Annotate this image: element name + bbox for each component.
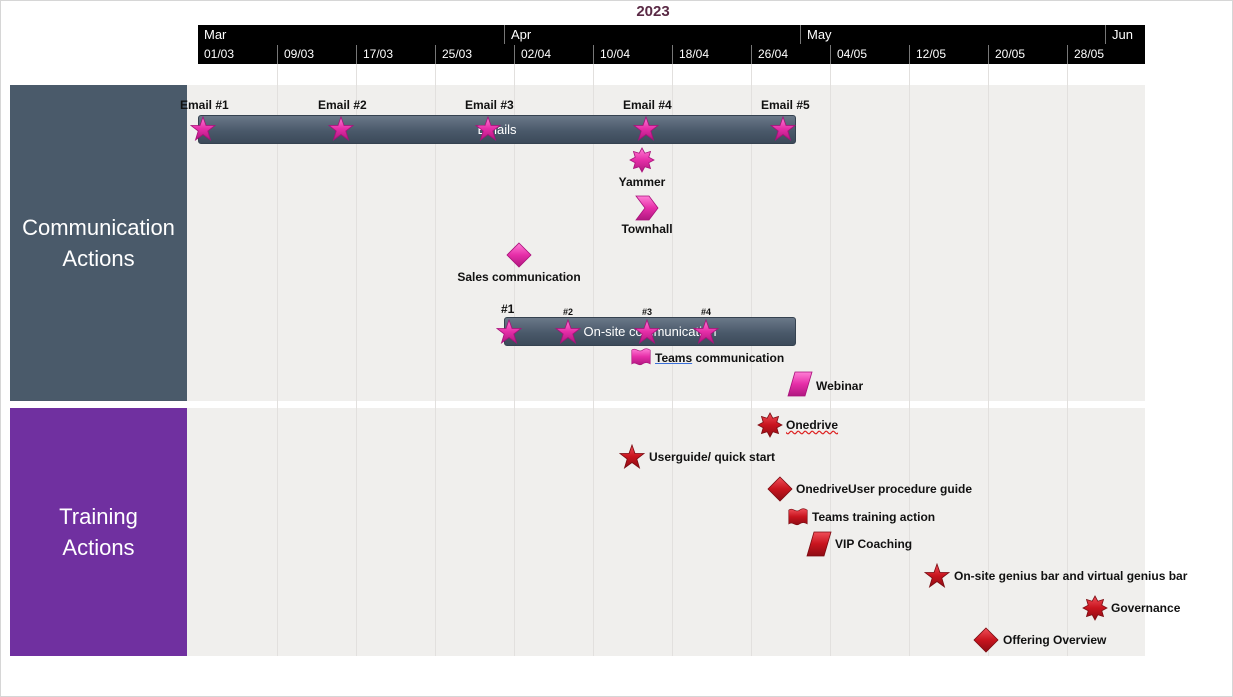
eight-point-star-icon[interactable] <box>757 412 783 438</box>
star-icon[interactable] <box>555 319 581 345</box>
star-icon[interactable] <box>634 319 660 345</box>
diamond-icon[interactable] <box>973 627 999 653</box>
milestone-label: Onedrive <box>786 418 839 432</box>
star-icon[interactable] <box>633 116 659 142</box>
milestone-label: Sales communication <box>457 270 581 284</box>
lane-title-line: Actions <box>62 535 135 560</box>
parallelogram-icon[interactable] <box>806 531 832 557</box>
milestone-label: Email #4 <box>623 98 672 112</box>
communication-lane-label: Communication Actions <box>10 85 187 401</box>
parallelogram-icon[interactable] <box>787 371 813 397</box>
chevron-icon[interactable] <box>634 195 660 221</box>
milestone-label-rest: communication <box>692 351 785 365</box>
training-lane-background <box>187 408 1145 656</box>
month-label: Mar <box>204 27 227 42</box>
date-tick: 12/05 <box>909 45 988 64</box>
gridline <box>909 64 910 656</box>
milestone-label: VIP Coaching <box>835 537 913 551</box>
month-label: May <box>800 25 1105 44</box>
gridline <box>988 64 989 656</box>
gridline <box>593 64 594 656</box>
milestone-label-keyword: Teams <box>655 351 693 365</box>
milestone-label: OnedriveUser procedure guide <box>796 482 973 496</box>
milestone-label: Governance <box>1111 601 1181 615</box>
emails-task-bar[interactable]: Emails <box>198 115 796 144</box>
milestone-label: #4 <box>701 307 712 317</box>
eight-point-star-icon[interactable] <box>629 147 655 173</box>
milestone-label: Email #2 <box>318 98 367 112</box>
milestone-label: #1 <box>501 302 515 316</box>
timescale: Mar Apr May Jun 01/03 09/03 17/03 25/03 … <box>198 25 1145 64</box>
milestone-label: Yammer <box>618 175 666 189</box>
gridline <box>830 64 831 656</box>
lane-title-line: Actions <box>62 246 135 271</box>
gridline <box>356 64 357 656</box>
gridline <box>672 64 673 656</box>
eight-point-star-icon[interactable] <box>1082 595 1108 621</box>
milestone-label: Teams training action <box>812 510 936 524</box>
date-tick: 17/03 <box>356 45 435 64</box>
milestone-label: Townhall <box>621 222 673 236</box>
gridline <box>514 64 515 656</box>
date-tick: 10/04 <box>593 45 672 64</box>
star-icon[interactable] <box>770 116 796 142</box>
milestone-label: #2 <box>563 307 574 317</box>
star-icon[interactable] <box>328 116 354 142</box>
star-icon[interactable] <box>619 444 645 470</box>
date-tick: 04/05 <box>830 45 909 64</box>
gridline <box>277 64 278 656</box>
date-tick: 20/05 <box>988 45 1067 64</box>
milestone-label: Email #5 <box>761 98 810 112</box>
flag-icon[interactable] <box>631 347 651 367</box>
milestone-label: Email #1 <box>180 98 229 112</box>
year-label: 2023 <box>636 3 670 20</box>
star-icon[interactable] <box>693 319 719 345</box>
date-tick: 18/04 <box>672 45 751 64</box>
milestone-label: On-site genius bar and virtual genius ba… <box>954 569 1188 583</box>
date-tick: 26/04 <box>751 45 830 64</box>
milestone-label: Userguide/ quick start <box>649 450 776 464</box>
diamond-icon[interactable] <box>506 242 532 268</box>
diamond-icon[interactable] <box>767 476 793 502</box>
milestone-label: Teams communication <box>655 351 784 366</box>
star-icon[interactable] <box>190 116 216 142</box>
gridline <box>751 64 752 656</box>
milestone-label: Email #3 <box>465 98 514 112</box>
date-tick: 25/03 <box>435 45 514 64</box>
lane-title-line: Training <box>59 504 138 529</box>
flag-icon[interactable] <box>788 507 808 527</box>
date-tick: 02/04 <box>514 45 593 64</box>
date-tick: 28/05 <box>1067 45 1145 64</box>
lane-title-line: Communication <box>22 215 175 240</box>
training-lane-label: Training Actions <box>10 408 187 656</box>
star-icon[interactable] <box>475 116 501 142</box>
star-icon[interactable] <box>924 563 950 589</box>
milestone-label: Offering Overview <box>1003 633 1107 647</box>
star-icon[interactable] <box>496 319 522 345</box>
month-label: Apr <box>504 25 800 44</box>
month-label: Jun <box>1105 25 1145 44</box>
milestone-label: Webinar <box>816 379 864 393</box>
date-tick: 09/03 <box>277 45 356 64</box>
milestone-label: #3 <box>642 307 653 317</box>
date-tick: 01/03 <box>204 47 235 61</box>
gridline <box>435 64 436 656</box>
gridline <box>1067 64 1068 656</box>
